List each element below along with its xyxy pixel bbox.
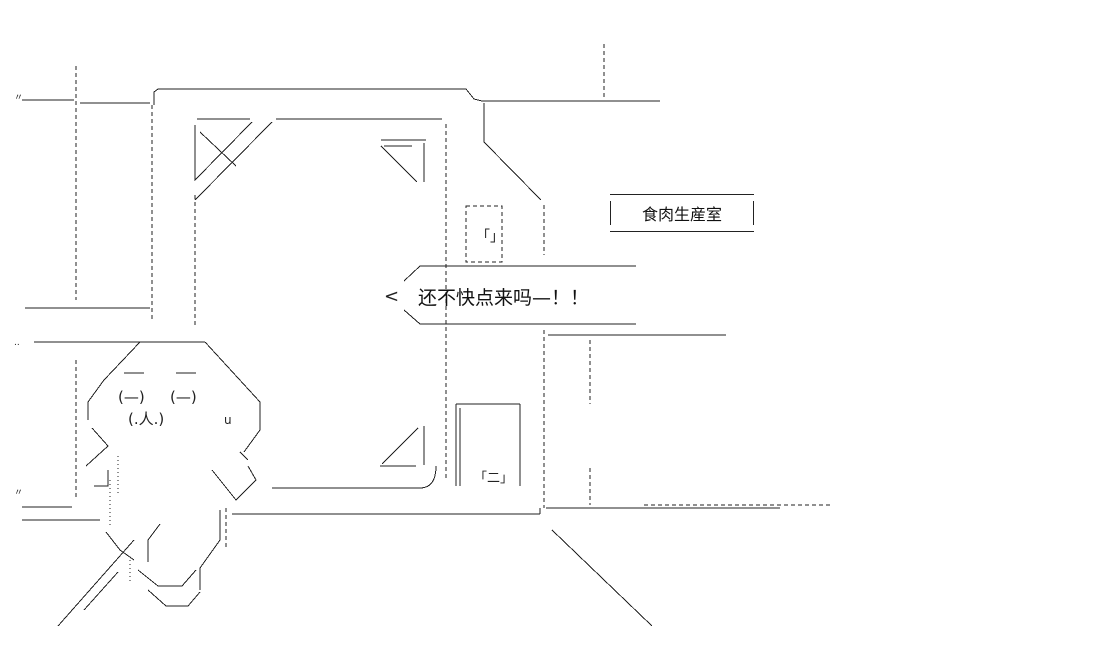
left-building-walls: 〃 .. 〃 [14, 66, 205, 521]
cheek-mark: u [224, 413, 232, 427]
svg-text:〃: 〃 [14, 488, 23, 498]
gate-arch [153, 44, 660, 548]
meat-production-room-sign: 食肉生産室 [610, 194, 754, 232]
svg-text:..: .. [14, 338, 20, 348]
mouth: (.人.) [128, 410, 164, 428]
door-handle-top: 「」 [476, 229, 504, 245]
eye-right: (—) [170, 388, 197, 406]
sign-label: 食肉生産室 [641, 205, 722, 224]
speech-bubble-outline: < [384, 265, 636, 325]
floor-lines [57, 529, 653, 627]
lower-door: 「二」 [455, 403, 521, 486]
character: (—) (—) (.人.) u [85, 341, 261, 607]
door-handle-bottom: 「二」 [474, 471, 513, 486]
eye-left: (—) [118, 388, 145, 406]
bubble-tail: < [384, 286, 399, 307]
upper-door: 「」 [465, 205, 504, 263]
right-building [539, 334, 830, 514]
speech-bubble-text: 还不快点来吗—！！ [418, 287, 590, 309]
tick-mark: 〃 [14, 93, 23, 103]
